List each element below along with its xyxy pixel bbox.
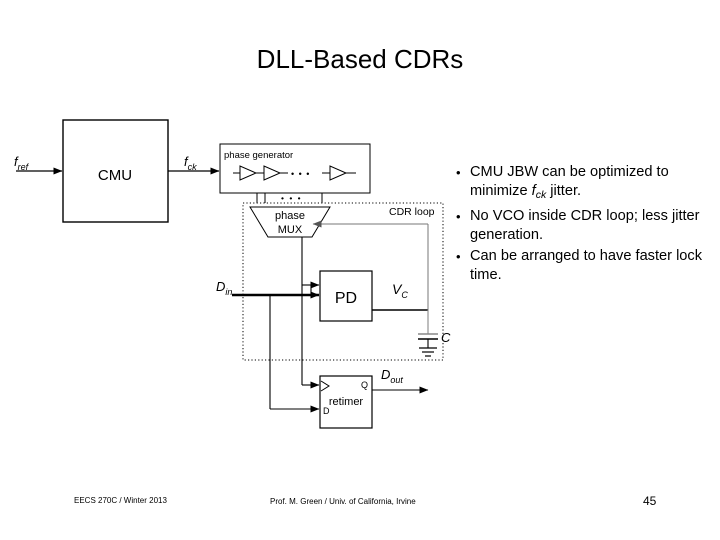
bullet-text-part2: jitter. [546,183,582,200]
phase-taps: • • • [256,193,323,203]
retimer-q-pin-label: Q [361,380,368,390]
bullet-italic-subscript: ck [535,189,547,202]
bullet-marker: • [456,165,461,180]
phase-generator-label: phase generator [224,150,293,161]
retimer-clock-pin-icon [320,380,330,392]
pd-block [319,270,373,322]
footer-author-label: Prof. M. Green / Univ. of California, Ir… [270,497,416,506]
d-out-label: Dout [381,367,403,385]
list-item: • No VCO inside CDR loop; less jitter ge… [456,207,706,246]
d-in-label: Din [216,279,232,297]
cmu-block-label: CMU [98,167,132,184]
cdr-loop-label: CDR loop [389,206,435,218]
page-number: 45 [643,494,657,508]
list-item: • Can be arranged to have faster lock ti… [456,247,706,286]
bullet-text: Can be arranged to have faster lock time… [470,247,703,283]
bullet-list: • CMU JBW can be optimized to minimize f… [456,163,706,286]
ground-symbol [419,347,437,357]
retimer-block [319,375,373,429]
phase-taps-ellipsis: • • • [281,193,302,203]
bullet-text-part1: CMU JBW can be optimized to minimize [470,164,669,200]
phase-mux-label-line2: MUX [278,224,303,236]
list-item: • CMU JBW can be optimized to minimize f… [456,163,706,206]
phase-mux-block [249,206,331,238]
bullet-text: No VCO inside CDR loop; less jitter gene… [470,207,700,244]
bullet-marker: • [456,248,461,264]
f-ref-label: fref [14,154,30,172]
footer-course-label: EECS 270C / Winter 2013 [74,496,167,505]
buffer-chain: • • • [233,165,356,181]
capacitor-label: C [441,330,451,345]
buffer-chain-ellipsis: • • • [291,169,310,179]
bullet-italic-symbol: f [531,183,536,200]
bullet-text: CMU JBW can be optimized to minimize fck… [470,163,706,206]
bullet-marker: • [456,208,461,224]
retimer-d-pin-label: D [323,406,330,416]
phase-mux-label-line1: phase [275,210,305,222]
pd-block-label: PD [335,290,357,307]
retimer-block-label: retimer [329,396,364,408]
vc-label: VC [392,281,408,300]
page-title: DLL-Based CDRs [256,44,464,74]
f-ck-label: fck [184,154,197,172]
cmu-block [62,119,169,223]
